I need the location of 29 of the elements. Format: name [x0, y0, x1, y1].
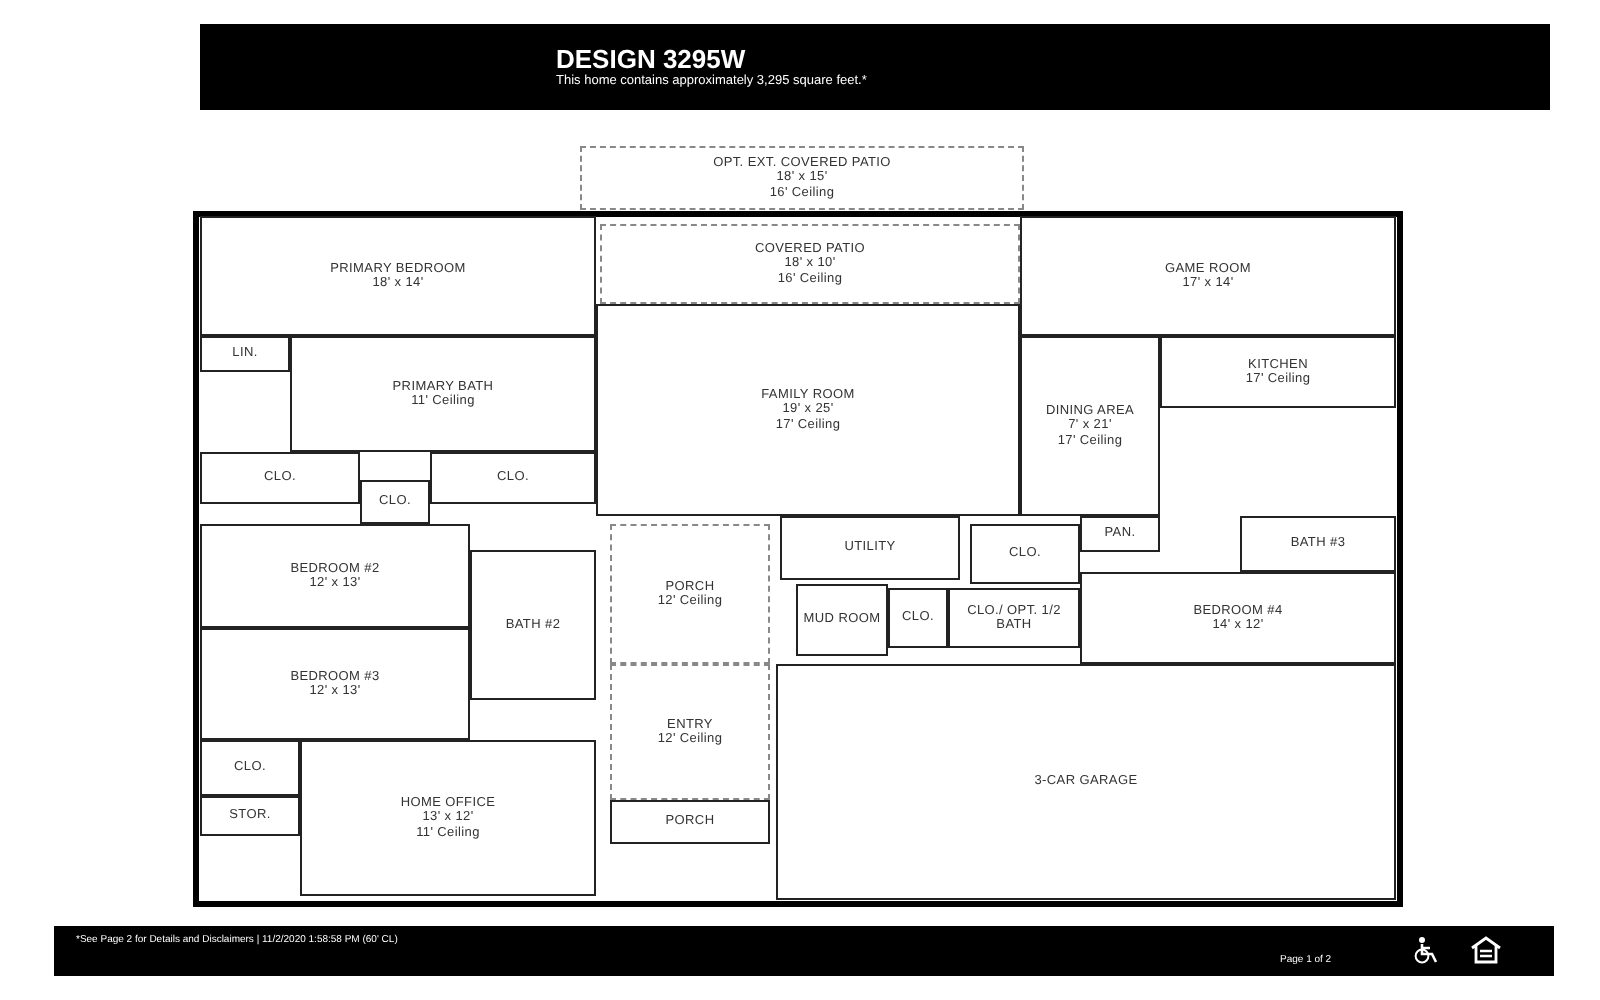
title: DESIGN 3295W — [556, 44, 746, 74]
room-area — [200, 740, 300, 796]
room-area — [948, 588, 1080, 648]
room-area — [780, 516, 960, 580]
room-area — [200, 216, 596, 336]
room-area — [610, 800, 770, 844]
room-area — [1160, 336, 1396, 408]
room-area — [888, 588, 948, 648]
room-area — [796, 584, 888, 656]
room-area — [1020, 336, 1160, 516]
room-area — [430, 452, 596, 504]
room-area — [776, 664, 1396, 900]
room-area — [970, 524, 1080, 584]
room-area — [470, 550, 596, 700]
room-area — [200, 524, 470, 628]
room-area — [1080, 516, 1160, 552]
room-area — [1240, 516, 1396, 572]
patio-area — [580, 146, 1024, 210]
room-area — [290, 336, 596, 452]
room-area — [1080, 572, 1396, 664]
room-area — [596, 304, 1020, 516]
room-area — [360, 480, 430, 524]
room-area — [200, 452, 360, 504]
room-area — [1020, 216, 1396, 336]
room-area — [200, 796, 300, 836]
room-area — [300, 740, 596, 896]
room-area — [200, 336, 290, 372]
patio-area — [610, 524, 770, 664]
room-area — [200, 628, 470, 740]
